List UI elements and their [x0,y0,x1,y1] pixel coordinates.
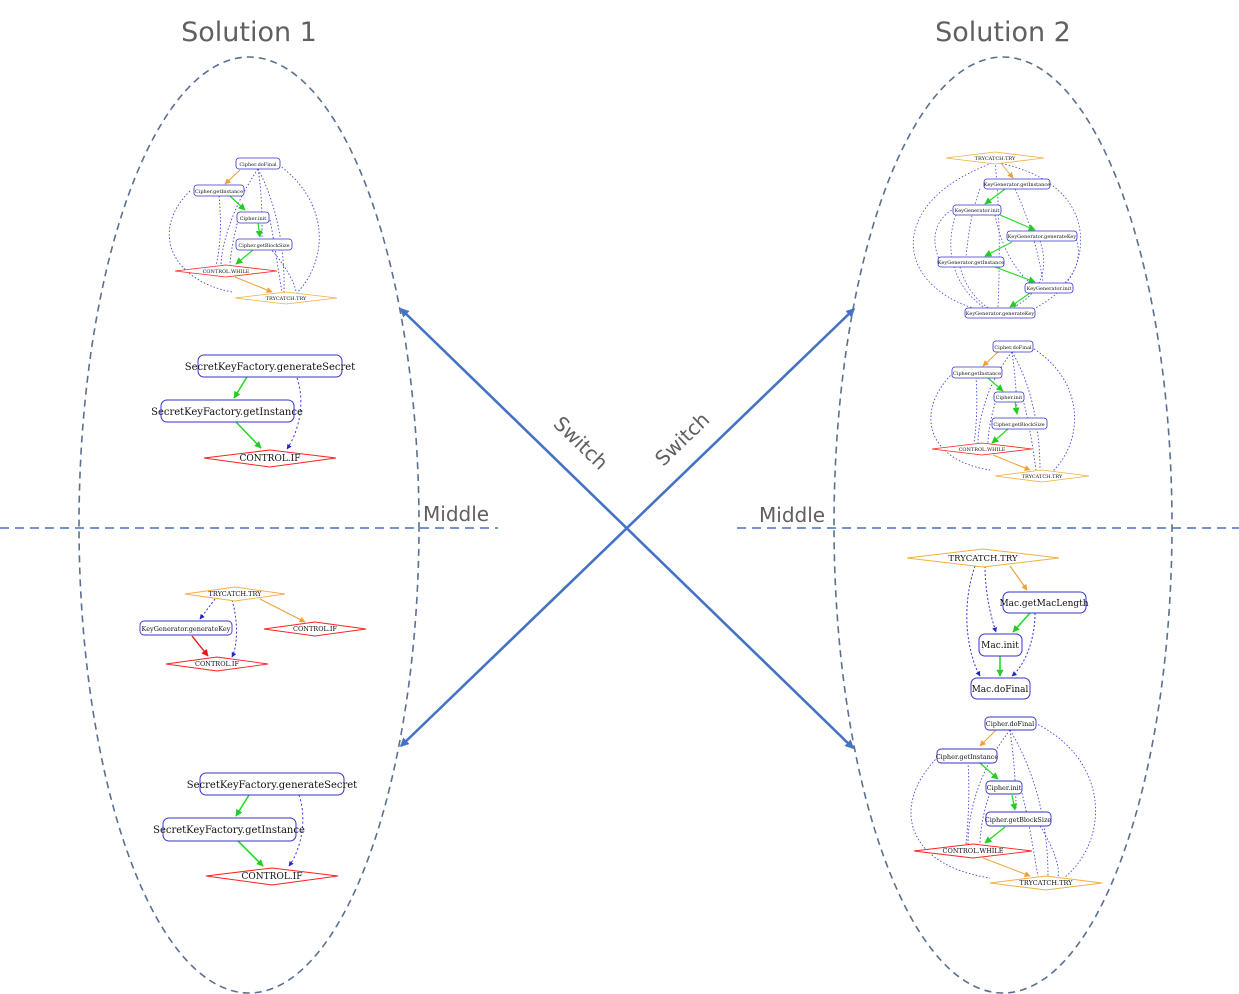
graph-node: Cipher.getInstance [953,371,1001,377]
graph-node: CONTROL.IF [195,660,239,668]
graph-node: Cipher.init [240,216,267,222]
solution2-graph-4: Cipher.doFinal Cipher.getInstance Cipher… [910,716,1103,891]
solution1-graph-2: SecretKeyFactory.generateSecret SecretKe… [151,354,355,468]
graph-node: SecretKeyFactory.generateSecret [187,780,357,791]
graph-node: TRYCATCH.TRY [266,296,307,302]
graph-node: Cipher.getBlockSize [238,243,289,249]
graph-node: KeyGenerator.getInstance [984,182,1050,188]
solution2-graph-3: TRYCATCH.TRY Mac.getMacLength Mac.init M… [906,548,1089,700]
switch-arrow-up [399,307,856,748]
graph-node: Cipher.getBlockSize [985,816,1052,824]
graph-node: KeyGenerator.generateKey [1008,234,1077,240]
graph-node: Cipher.init [996,395,1023,401]
graph-node: CONTROL.WHILE [959,447,1006,453]
graph-node: SecretKeyFactory.getInstance [151,407,303,418]
switch-label-left: Switch [549,411,613,474]
graph-node: Mac.doFinal [972,685,1029,695]
graph-node: CONTROL.WHILE [943,847,1004,855]
graph-node: KeyGenerator.generateKey [142,625,231,633]
graph-node: KeyGenerator.init [1027,286,1072,292]
graph-node: TRYCATCH.TRY [975,156,1016,162]
graph-node: CONTROL.IF [293,625,337,633]
graph-node: Cipher.getInstance [195,189,243,195]
middle-label-left: Middle [423,502,489,526]
solution1-graph-4: SecretKeyFactory.generateSecret SecretKe… [153,772,357,886]
solution2-graph-1: TRYCATCH.TRY KeyGenerator.getInstance Ke… [913,151,1082,319]
graph-node: CONTROL.WHILE [203,269,250,275]
graph-node: Cipher.getBlockSize [993,422,1044,428]
graph-node: KeyGenerator.generateKey [966,311,1035,317]
graph-node: Cipher.doFinal [994,345,1032,351]
graph-node: TRYCATCH.TRY [209,590,263,598]
solution1-title: Solution 1 [181,17,317,48]
graph-node: Cipher.doFinal [239,162,277,168]
graph-node: Cipher.getInstance [936,753,999,761]
graph-node: TRYCATCH.TRY [1022,474,1063,480]
graph-node: KeyGenerator.init [955,208,1000,214]
graph-node: CONTROL.IF [242,872,303,882]
graph-node: CONTROL.IF [240,454,301,464]
solution1-graph-3: TRYCATCH.TRY KeyGenerator.generateKey CO… [139,586,367,672]
graph-node: TRYCATCH.TRY [948,554,1018,564]
graph-node: Mac.init [981,641,1019,651]
graph-node: TRYCATCH.TRY [1020,879,1074,887]
middle-label-right: Middle [759,503,825,527]
solution2-title: Solution 2 [935,17,1071,48]
graph-node: Cipher.init [987,784,1022,792]
graph-node: Mac.getMacLength [999,599,1088,609]
graph-node: KeyGenerator.getInstance [938,260,1004,266]
graph-node: Cipher.doFinal [986,720,1035,728]
switch-label-right: Switch [650,407,714,470]
solution2-graph-2: Cipher.doFinal Cipher.getInstance Cipher… [930,340,1090,483]
graph-node: SecretKeyFactory.getInstance [153,825,305,836]
solution1-graph-1: Cipher.doFinal Cipher.getInstance Cipher… [168,157,338,305]
graph-node: SecretKeyFactory.generateSecret [185,362,355,373]
